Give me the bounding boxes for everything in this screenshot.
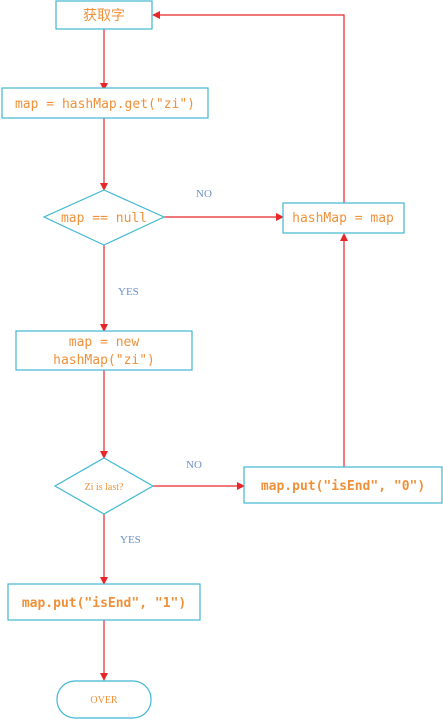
node-map-get: map = hashMap.get("zi") [1, 87, 209, 119]
arrow-put0-to-hashmapeq [340, 233, 348, 241]
node-get-zi-label: 获取字 [83, 8, 125, 24]
node-map-null-label: map == null [61, 211, 147, 226]
node-over-terminal: OVER [56, 680, 152, 719]
edge-label-null-yes: YES [118, 286, 139, 298]
edge-hashmapeq-to-getzi [159, 14, 345, 204]
node-map-get-label: map = hashMap.get("zi") [15, 97, 195, 112]
node-put-isend-0: map.put("isEnd", "0") [243, 466, 443, 504]
arrow-mapget-to-mapnull [100, 183, 108, 191]
edge-label-last-no: NO [186, 459, 202, 471]
node-over-label: OVER [90, 695, 118, 706]
arrow-zilast-to-put1 [100, 577, 108, 585]
node-map-null-decision: map == null [42, 189, 166, 246]
node-put-isend-0-label: map.put("isEnd", "0") [261, 479, 425, 494]
node-zi-last-decision: Zi is last? [53, 457, 155, 515]
node-map-new: map = new hashMap("zi") [15, 330, 193, 371]
arrow-mapnull-to-hashmapeq [276, 213, 284, 221]
arrow-put1-to-over [100, 673, 108, 681]
node-put-isend-1: map.put("isEnd", "1") [7, 583, 201, 621]
edge-label-last-yes: YES [120, 534, 141, 546]
arrow-mapnew-to-zilast [100, 451, 108, 459]
arrow-hashmapeq-to-getzi [152, 11, 160, 19]
arrow-getzi-to-mapget [100, 83, 108, 91]
arrow-mapnull-to-mapnew [100, 324, 108, 332]
node-hashmap-eq-map: hashMap = map [282, 202, 405, 234]
node-zi-last-label: Zi is last? [85, 482, 124, 493]
node-map-new-line2: hashMap("zi") [53, 353, 155, 368]
node-put-isend-1-label: map.put("isEnd", "1") [22, 596, 186, 611]
node-get-zi: 获取字 [55, 0, 153, 30]
node-hashmap-eq-map-label: hashMap = map [292, 211, 394, 226]
node-map-new-line1: map = new [69, 335, 140, 350]
edge-label-null-no: NO [196, 188, 212, 200]
arrow-zilast-to-put0 [237, 482, 245, 490]
